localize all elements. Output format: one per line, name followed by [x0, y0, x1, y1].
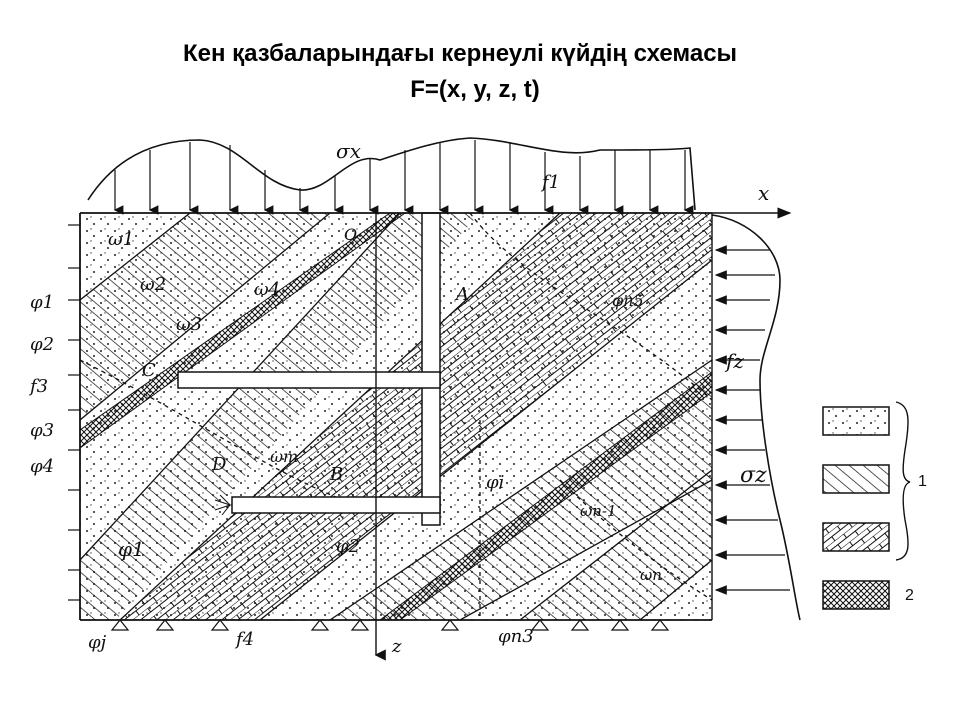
label-sigma-x: σx — [336, 139, 361, 163]
mine-workings — [177, 212, 441, 526]
label-wn: ωn — [640, 566, 662, 584]
label-point-c: C — [142, 360, 156, 381]
label-point-b: B — [329, 464, 343, 485]
label-phi-n3: φn3 — [498, 626, 534, 647]
title-line-2: F=(x, y, z, t) — [410, 76, 540, 103]
legend-swatch-dots — [822, 406, 890, 436]
legend-swatch-hatch — [822, 464, 890, 494]
label-phi2-left: φ2 — [30, 334, 54, 355]
label-sigma-z: σz — [740, 463, 767, 488]
label-point-d: D — [211, 454, 227, 475]
legend-brace — [895, 401, 911, 561]
legend-group-label: 1 — [918, 473, 927, 490]
blast-icon — [214, 494, 231, 516]
axis-x-label: x — [758, 181, 769, 205]
load-distribution-top — [87, 137, 696, 215]
label-wn-minus1: ωn-1 — [580, 502, 617, 520]
legend-item-label: 2 — [905, 587, 914, 604]
label-w1: ω1 — [108, 229, 134, 250]
label-f3: f3 — [28, 376, 48, 397]
label-w2: ω2 — [140, 274, 166, 295]
label-phi1-bottom: φ1 — [118, 537, 145, 561]
label-f4: f4 — [234, 629, 254, 650]
label-point-a: A — [454, 284, 469, 305]
label-f1: f1 — [540, 172, 560, 193]
label-phi1-left: φ1 — [30, 292, 54, 313]
label-f2: fz — [724, 349, 744, 373]
label-phi-n5: φn5 — [612, 291, 644, 310]
label-wm: ωm — [270, 447, 298, 466]
diagram-labels: σx f1 x fz σz z f4 φ1 φ2 f3 φ3 φ4 φj φ1 … — [28, 139, 769, 657]
load-distribution-right — [711, 214, 801, 621]
rock-mass — [80, 213, 712, 620]
label-point-o: O — [344, 225, 357, 244]
label-phi-j: φj — [88, 632, 107, 653]
label-w3: ω3 — [176, 314, 202, 335]
label-phi4-left: φ4 — [30, 456, 54, 477]
label-w4: ω4 — [254, 279, 280, 300]
legend-swatch-bricks — [822, 522, 890, 552]
label-phi-i: φi — [486, 472, 504, 493]
label-phi3-left: φ3 — [30, 420, 54, 441]
legend-swatch-crosshatch — [822, 580, 890, 610]
axis-z-label: z — [391, 636, 402, 657]
label-phi2-bottom: φ2 — [336, 536, 360, 557]
legend: 1 2 — [822, 401, 927, 610]
frame — [68, 207, 792, 661]
title-line-1: Кен қазбаларындағы кернеулі күйдің схема… — [182, 40, 738, 67]
